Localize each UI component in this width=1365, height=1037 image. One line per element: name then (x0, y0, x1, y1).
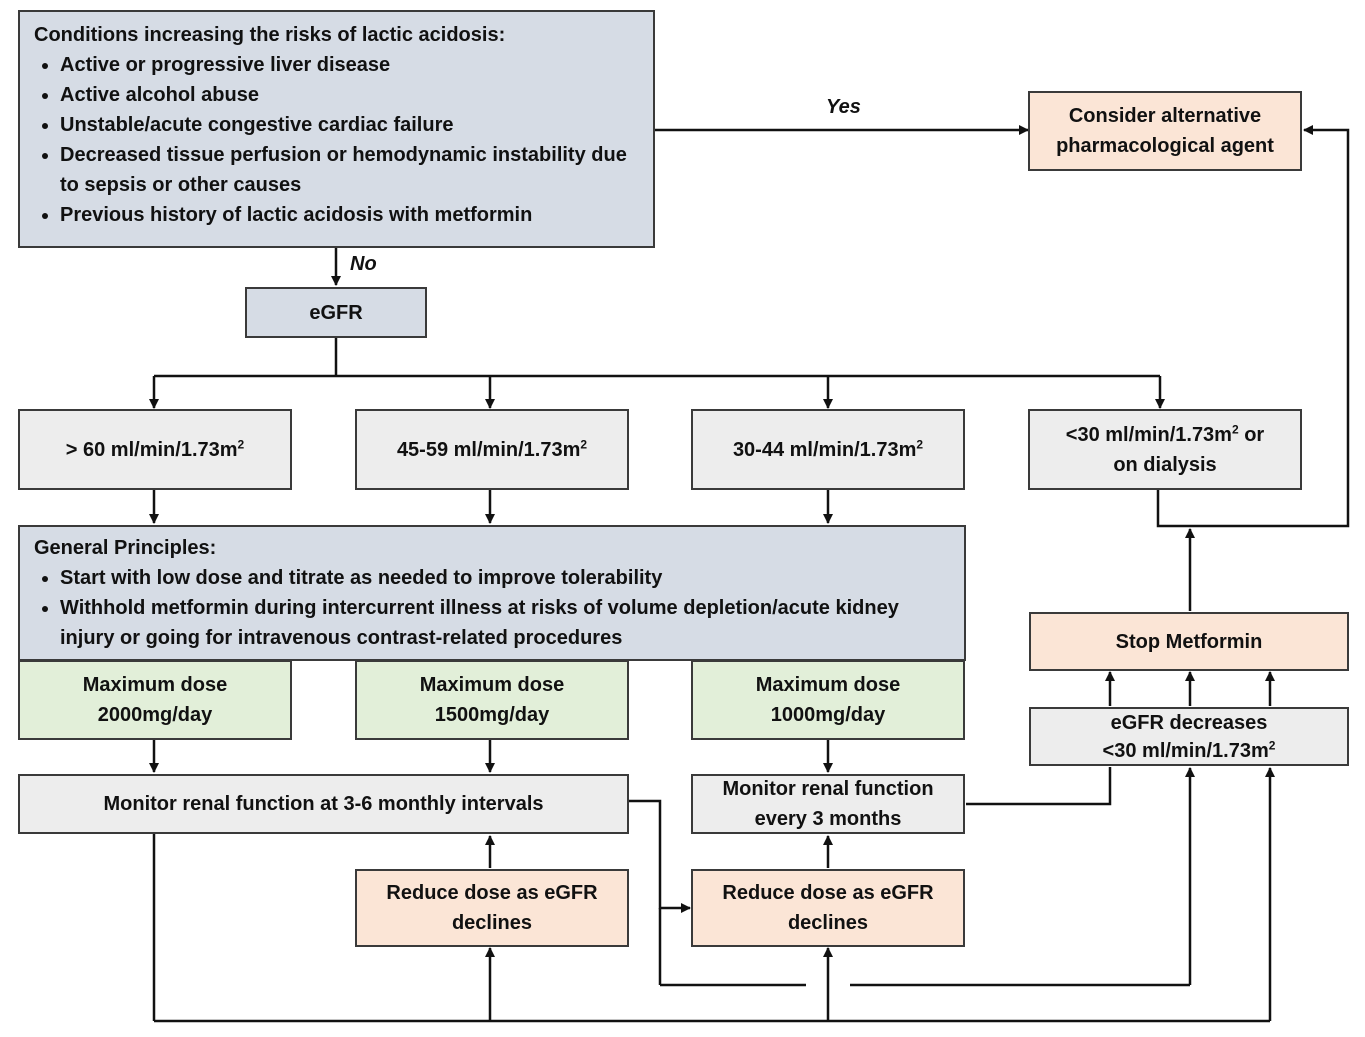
alternative-agent-box: Consider alternative pharmacological age… (1028, 91, 1302, 171)
monitor-3m-line2: every 3 months (754, 808, 902, 830)
risk-box-title: Conditions increasing the risks of lacti… (34, 24, 506, 46)
monitor-3-6-monthly: Monitor renal function at 3-6 monthly in… (18, 774, 629, 834)
principle-item: Start with low dose and titrate as neede… (60, 563, 950, 593)
egfr-decreases-text: <30 ml/min/1.73m (1102, 739, 1269, 762)
superscript: 2 (916, 436, 924, 451)
superscript: 2 (1268, 737, 1276, 752)
alternative-line2: pharmacological agent (1056, 135, 1274, 157)
reduce-dose-line2: declines (451, 912, 533, 934)
egfr-label: eGFR (309, 301, 363, 324)
monitor-3-6-label: Monitor renal function at 3-6 monthly in… (103, 793, 544, 815)
risk-list: Active or progressive liver disease Acti… (34, 50, 639, 230)
general-principles-box: General Principles: Start with low dose … (18, 525, 966, 661)
principle-item: Withhold metformin during intercurrent i… (60, 593, 950, 653)
max-dose-label: Maximum dose (419, 674, 565, 696)
max-dose-label: Maximum dose (755, 674, 901, 696)
max-dose-value: 1000mg/day (770, 704, 886, 726)
monitor-every-3-months: Monitor renal function every 3 months (691, 774, 965, 834)
reduce-dose-line1: Reduce dose as eGFR (722, 882, 934, 904)
max-dose-2000: Maximum dose 2000mg/day (18, 660, 292, 740)
band-45-59-label: 45-59 ml/min/1.73m2 (397, 435, 587, 465)
no-label: No (350, 253, 377, 275)
band-over-60-label: > 60 ml/min/1.73m2 (66, 435, 244, 465)
reduce-dose-left: Reduce dose as eGFR declines (355, 869, 629, 947)
risk-item: Unstable/acute congestive cardiac failur… (60, 110, 639, 140)
stop-metformin-box: Stop Metformin (1029, 612, 1349, 671)
max-dose-label: Maximum dose (82, 674, 228, 696)
superscript: 2 (1231, 421, 1239, 436)
band-under-30-text: <30 ml/min/1.73m (1065, 423, 1232, 446)
superscript: 2 (580, 436, 588, 451)
band-30-44: 30-44 ml/min/1.73m2 (691, 409, 965, 490)
band-30-44-label: 30-44 ml/min/1.73m2 (733, 435, 923, 465)
max-dose-value: 2000mg/day (97, 704, 213, 726)
egfr-decreases-line2: <30 ml/min/1.73m2 (1103, 737, 1276, 765)
monitor-3m-line1: Monitor renal function (722, 778, 934, 800)
stop-metformin-label: Stop Metformin (1115, 630, 1263, 653)
reduce-dose-right: Reduce dose as eGFR declines (691, 869, 965, 947)
band-45-59: 45-59 ml/min/1.73m2 (355, 409, 629, 490)
max-dose-1500: Maximum dose 1500mg/day (355, 660, 629, 740)
risk-item: Active alcohol abuse (60, 80, 639, 110)
alternative-line1: Consider alternative (1068, 105, 1262, 127)
superscript: 2 (237, 436, 245, 451)
egfr-decreases-line1: eGFR decreases (1110, 711, 1268, 734)
lactic-acidosis-risk-box: Conditions increasing the risks of lacti… (18, 10, 655, 248)
principles-title: General Principles: (34, 537, 217, 559)
band-over-60-text: > 60 ml/min/1.73m (65, 438, 238, 461)
band-under-30: <30 ml/min/1.73m2 or on dialysis (1028, 409, 1302, 490)
principles-list: Start with low dose and titrate as neede… (34, 563, 950, 653)
band-over-60: > 60 ml/min/1.73m2 (18, 409, 292, 490)
max-dose-value: 1500mg/day (434, 704, 550, 726)
band-under-30-suffix: or (1238, 423, 1265, 446)
band-45-59-text: 45-59 ml/min/1.73m (396, 438, 581, 461)
band-under-30-line1: <30 ml/min/1.73m2 or (1066, 420, 1264, 450)
max-dose-1000: Maximum dose 1000mg/day (691, 660, 965, 740)
egfr-decreases-box: eGFR decreases <30 ml/min/1.73m2 (1029, 707, 1349, 766)
risk-item: Active or progressive liver disease (60, 50, 639, 80)
egfr-box: eGFR (245, 287, 427, 338)
risk-item: Decreased tissue perfusion or hemodynami… (60, 140, 639, 200)
reduce-dose-line2: declines (787, 912, 869, 934)
band-under-30-line2: on dialysis (1113, 453, 1217, 476)
risk-item: Previous history of lactic acidosis with… (60, 200, 639, 230)
yes-label: Yes (826, 96, 861, 118)
band-30-44-text: 30-44 ml/min/1.73m (732, 438, 917, 461)
reduce-dose-line1: Reduce dose as eGFR (386, 882, 598, 904)
